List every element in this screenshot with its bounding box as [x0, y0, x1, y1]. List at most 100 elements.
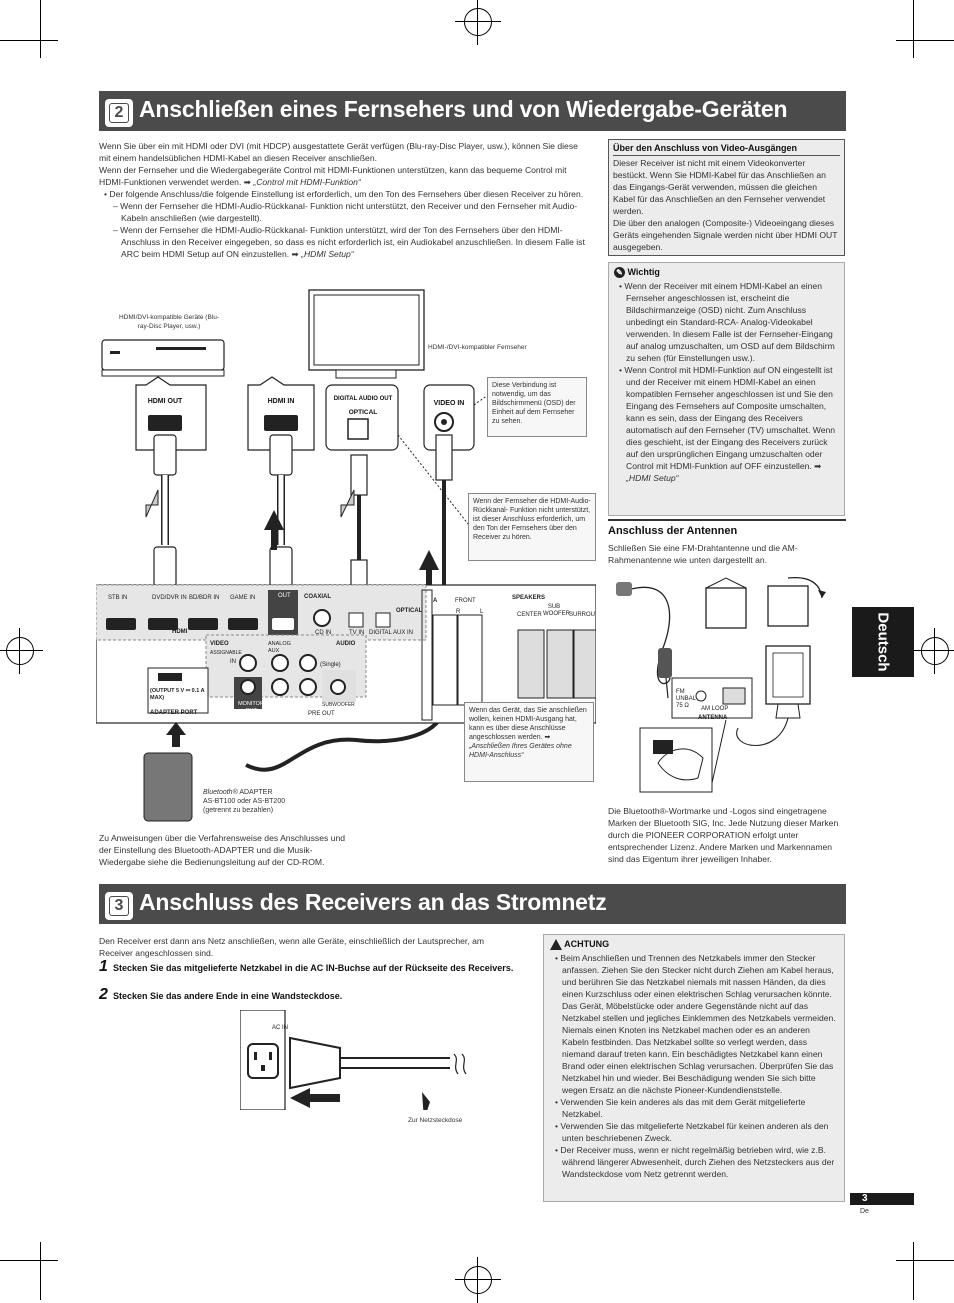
pre-out-label: PRE OUT: [308, 711, 335, 717]
section-3-header: 3 Anschluss des Receivers an das Stromne…: [99, 884, 846, 924]
l-label: L: [480, 609, 484, 615]
registration-mark: [455, 0, 501, 45]
output-rating-label: (OUTPUT 5 V ⎓ 0.1 A MAX): [150, 688, 205, 701]
player-label: HDMI/DVI-kompatible Geräte (Blu-ray-Disc…: [118, 314, 220, 330]
page-number-bar: 3: [850, 1193, 914, 1205]
adapter-port-label: ADAPTER PORT: [150, 710, 198, 716]
single-label: (Single): [320, 662, 341, 668]
tv-in-label: TV IN: [349, 630, 365, 636]
warning-icon: [550, 939, 562, 951]
outlet-label: Zur Netzsteckdose: [408, 1117, 463, 1124]
dash-item: – Wenn der Fernseher die HDMI-Audio-Rück…: [113, 225, 585, 259]
paragraph: Dieser Receiver ist nicht mit einem Vide…: [613, 158, 826, 216]
ac-in-label: AC IN: [272, 1025, 289, 1031]
registration-mark: [912, 628, 954, 674]
section-2-intro: Wenn Sie über ein mit HDMI oder DVI (mit…: [99, 140, 591, 260]
bluetooth-adapter-label: Bluetooth® ADAPTER AS-BT100 oder AS-BT20…: [203, 789, 286, 814]
coaxial-label: COAXIAL: [304, 594, 331, 600]
center-label: CENTER: [517, 612, 542, 618]
crop-mark: [0, 40, 58, 41]
crop-mark: [913, 0, 914, 58]
bullet-item: • Wenn Control mit HDMI-Funktion auf ON …: [619, 365, 836, 483]
paragraph: Wenn Sie über ein mit HDMI oder DVI (mit…: [99, 141, 578, 163]
section-title: Anschluss des Receivers an das Stromnetz: [139, 889, 607, 915]
crop-mark: [40, 1242, 41, 1300]
antenna-text: Schließen Sie eine FM-Drahtantenne und d…: [608, 543, 798, 565]
callout-arc: Wenn der Fernseher die HDMI-Audio-Rückka…: [468, 493, 596, 561]
caution-box: ACHTUNG • Beim Anschließen und Trennen d…: [543, 934, 845, 1202]
hdmi-out-port-label: OUT: [278, 593, 291, 599]
antenna-label: ANTENNA: [698, 715, 728, 721]
registration-mark: [0, 628, 43, 674]
digital-audio-out-label: DIGITAL AUDIO OUT: [333, 396, 393, 402]
assignable-label: ASSIGNABLE: [210, 650, 242, 656]
ac-power-illustration: [240, 1010, 467, 1110]
video-in-port-label: IN: [230, 659, 236, 665]
tv-label: HDMI-/DVI-kompatibler Fernseher: [428, 344, 527, 351]
video-output-info-box: Über den Anschluss von Video-Ausgängen D…: [608, 139, 845, 256]
registration-mark: [455, 1257, 501, 1303]
audio-group-label: AUDIO: [336, 641, 356, 647]
crop-mark: [913, 1242, 914, 1300]
stb-in-label: STB IN: [108, 595, 128, 601]
monitor-out-label: MONITOR OUT: [238, 701, 264, 714]
hdmi-in-label: HDMI IN: [267, 398, 295, 405]
antenna-heading: Anschluss der Antennen: [608, 525, 738, 537]
bullet-item: • Verwenden Sie das mitgelieferte Netzka…: [555, 1121, 829, 1144]
important-box: ✎ Wichtig • Wenn der Receiver mit einem …: [608, 262, 845, 516]
crop-mark: [896, 40, 954, 41]
section-number-badge: 3: [105, 892, 133, 920]
surround-label: SURROU: [569, 612, 596, 618]
cd-in-label: CD IN: [315, 630, 332, 636]
bluetooth-footnote: Zu Anweisungen über die Verfahrensweise …: [99, 833, 346, 867]
page-number: 3: [862, 1193, 868, 1204]
divider: [608, 519, 846, 521]
callout-no-hdmi: Wenn das Gerät, das Sie anschließen woll…: [464, 702, 594, 782]
r-label: R: [456, 609, 461, 615]
subwoofer-label: SUBWOOFER: [322, 702, 355, 708]
box-title: ACHTUNG: [550, 939, 838, 951]
bullet-item: • Wenn der Receiver mit einem HDMI-Kabel…: [619, 281, 835, 363]
dash-item: – Wenn der Fernseher die HDMI-Audio-Rück…: [113, 201, 578, 223]
section-title: Anschließen eines Fernsehers und von Wie…: [139, 96, 788, 122]
game-in-label: GAME IN: [230, 595, 256, 601]
sub-woofer-label: SUB WOOFER: [543, 604, 570, 617]
bluetooth-trademark-note: Die Bluetooth®-Wortmarke und -Logos sind…: [608, 806, 839, 864]
paragraph: Wenn der Fernseher und die Wiedergabeger…: [99, 165, 567, 187]
page-language: De: [860, 1208, 869, 1215]
optical-label: OPTICAL: [348, 409, 378, 416]
digital-aux-in-label: DIGITAL AUX IN: [369, 630, 414, 636]
bd-in-label: BD/BDR IN: [189, 595, 220, 601]
bullet-item: • Der Receiver muss, wenn er nicht regel…: [555, 1145, 835, 1180]
am-label: AM LOOP: [701, 706, 729, 712]
bullet-item: • Der folgende Anschluss/die folgende Ei…: [104, 189, 584, 199]
box-title: Über den Anschluss von Video-Ausgängen: [613, 143, 798, 153]
antenna-illustration: [616, 577, 826, 793]
section-number-badge: 2: [105, 99, 133, 127]
crop-mark: [0, 1260, 58, 1261]
paragraph: Die über den analogen (Composite-) Video…: [613, 218, 838, 252]
language-side-tab: Deutsch: [852, 607, 914, 677]
speakers-label: SPEAKERS: [512, 595, 546, 601]
dvd-in-label: DVD/DVR IN: [152, 595, 187, 601]
video-group-label: VIDEO: [210, 641, 229, 647]
speaker-set-a-label: A: [433, 598, 438, 604]
section-2-header: 2 Anschließen eines Fernsehers und von W…: [99, 91, 846, 131]
optical-port-label: OPTICAL: [396, 608, 423, 614]
fm-label: FM UNBAL 75 Ω: [676, 689, 696, 709]
connection-diagram: [96, 289, 596, 822]
front-label: FRONT: [455, 598, 476, 604]
bullet-item: • Verwenden Sie kein anderes als das mit…: [555, 1097, 806, 1120]
section-3-intro: Den Receiver erst dann ans Netz anschlie…: [99, 936, 485, 958]
hdmi-out-label: HDMI OUT: [147, 398, 183, 405]
analog-aux-label: ANALOG AUX: [268, 641, 291, 654]
crop-mark: [40, 0, 41, 58]
bullet-item: • Beim Anschließen und Trennen des Netzk…: [555, 953, 836, 1096]
important-icon: ✎: [614, 267, 625, 278]
box-title: ✎ Wichtig: [614, 267, 839, 278]
crop-mark: [896, 1260, 954, 1261]
hdmi-group-label: HDMI: [172, 629, 188, 635]
callout-osd: Diese Verbindung ist notwendig, um das B…: [487, 377, 587, 437]
